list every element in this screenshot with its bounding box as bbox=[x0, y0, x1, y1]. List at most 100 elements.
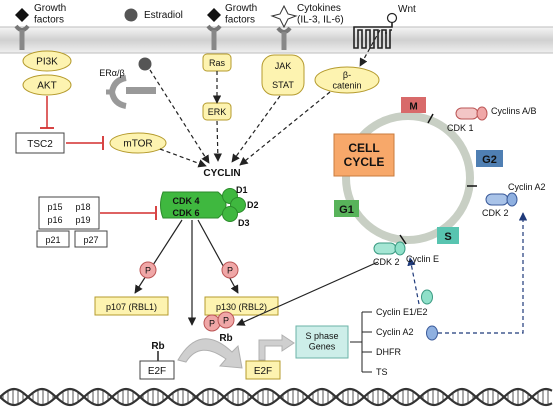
arrow-cyclin-a2-to-cycle bbox=[438, 212, 528, 334]
phospho-p107-icon bbox=[139, 261, 157, 279]
cdk6-label: CDK 6 bbox=[172, 208, 199, 218]
p15-label: p15 bbox=[47, 202, 62, 212]
p16-label: p16 bbox=[47, 215, 62, 225]
phospho-p130-icon bbox=[221, 261, 239, 279]
cdk2-cyclin-e-complex bbox=[373, 241, 406, 256]
cyclin-e-label: Cyclin E bbox=[406, 254, 439, 264]
d1-label: D1 bbox=[236, 185, 248, 195]
p21-box bbox=[36, 230, 70, 248]
cdk4-label: CDK 4 bbox=[172, 196, 199, 206]
p27-box bbox=[74, 230, 108, 248]
dna-strand-2 bbox=[0, 387, 553, 407]
er-receptor-icon bbox=[106, 75, 156, 109]
cyclin-a2-cycle-label: Cyclin A2 bbox=[508, 182, 546, 192]
p107-box bbox=[94, 296, 169, 316]
cdk2-cyclin-a2-complex bbox=[485, 192, 518, 207]
d2-label: D2 bbox=[247, 200, 259, 210]
phospho-rb-label-1: P bbox=[209, 319, 215, 329]
rb-right-label: Rb bbox=[219, 333, 232, 344]
phase-g1-label: G1 bbox=[339, 204, 354, 216]
cdk2-a-label: CDK 2 bbox=[482, 208, 509, 218]
growth-factor-receptor-1 bbox=[14, 8, 30, 50]
beta-catenin-label: β-catenin bbox=[332, 70, 361, 90]
targets-bracket bbox=[350, 311, 372, 373]
akt-label: AKT bbox=[37, 81, 56, 92]
growth-factor-receptor-2 bbox=[206, 8, 222, 50]
cdk1-label: CDK 1 bbox=[447, 123, 474, 133]
ras-label: Ras bbox=[209, 58, 226, 68]
wnt-dot-trail bbox=[385, 32, 387, 34]
ts-label: TS bbox=[376, 367, 388, 377]
p19-label: p19 bbox=[75, 215, 90, 225]
d3-label: D3 bbox=[238, 218, 250, 228]
dhfr-label: DHFR bbox=[376, 347, 401, 357]
cell-membrane bbox=[0, 26, 553, 54]
jak-stat-box bbox=[261, 54, 305, 96]
phase-s-badge bbox=[437, 227, 459, 244]
phospho-p107-label: P bbox=[145, 266, 151, 276]
phase-g2-badge bbox=[476, 150, 503, 167]
cdk-output-arrows bbox=[134, 219, 239, 326]
erk-label: ERK bbox=[208, 107, 227, 117]
e2f-right-label: E2F bbox=[254, 366, 272, 377]
feedback-arrows bbox=[407, 212, 528, 334]
er-label: ERα/β bbox=[99, 68, 124, 78]
arrow-stat-to-cyclin bbox=[231, 95, 281, 163]
pi3k-label: PI3K bbox=[36, 57, 58, 68]
cyclin-a2-product-icon bbox=[426, 325, 438, 341]
cytokine-receptor bbox=[270, 4, 298, 50]
e2f-left-box bbox=[139, 360, 175, 380]
wnt-label: Wnt bbox=[398, 4, 416, 15]
phase-g2-label: G2 bbox=[482, 154, 497, 166]
p107-label: p107 (RBL1) bbox=[106, 302, 157, 312]
sphase-genes-box bbox=[295, 325, 349, 359]
cyclins-ab-label: Cyclins A/B bbox=[491, 106, 537, 116]
phase-s-label: S bbox=[444, 231, 451, 243]
mtor-label: mTOR bbox=[123, 139, 152, 150]
e2f-left-label: E2F bbox=[148, 366, 166, 377]
cyclin-e-product-icon bbox=[421, 289, 433, 305]
e2f-to-sphase-arrow bbox=[258, 334, 295, 361]
estradiol-bound-icon bbox=[138, 57, 152, 71]
cytokines-label: Cytokines(IL-3, IL-6) bbox=[297, 3, 344, 26]
rb-left-label: Rb bbox=[151, 341, 164, 352]
arrow-to-p130 bbox=[197, 219, 239, 294]
estradiol-icon bbox=[124, 8, 138, 22]
phospho-rb-label-2: P bbox=[223, 316, 229, 326]
akt-node bbox=[22, 74, 72, 96]
p27-label: p27 bbox=[83, 235, 98, 245]
cyclin-a2-target-label: Cyclin A2 bbox=[376, 327, 414, 337]
estradiol-label: Estradiol bbox=[144, 10, 183, 21]
ink4-box bbox=[38, 196, 100, 230]
pi3k-node bbox=[22, 50, 72, 72]
phase-g1-badge bbox=[334, 200, 359, 217]
p18-label: p18 bbox=[75, 202, 90, 212]
phase-m-label: M bbox=[409, 102, 417, 113]
dna-strand-1 bbox=[0, 387, 553, 407]
p130-label: p130 (RBL2) bbox=[216, 302, 267, 312]
arrow-estradiol-to-cyclin bbox=[149, 69, 210, 164]
cdk1-cyclin-ab-complex bbox=[455, 106, 488, 121]
cyclin-title: CYCLIN bbox=[203, 168, 240, 179]
tsc2-box bbox=[15, 132, 65, 154]
mtor-node bbox=[109, 132, 167, 154]
phospho-rb-icon-2 bbox=[217, 311, 235, 329]
cdk2-e-label: CDK 2 bbox=[373, 257, 400, 267]
wnt-frizzled-receptor bbox=[353, 12, 398, 49]
beta-catenin-node bbox=[314, 66, 380, 94]
phase-m-badge bbox=[401, 97, 426, 113]
dna-double-helix bbox=[0, 387, 553, 407]
phospho-p130-label: P bbox=[227, 266, 233, 276]
jak-label: JAK bbox=[275, 61, 292, 71]
arrow-cyclin-e-to-cycle bbox=[407, 257, 420, 305]
arrow-mtor-to-cyclin bbox=[159, 148, 207, 168]
cdk46-cyclin-d-complex bbox=[160, 188, 246, 222]
arrow-erk-to-cyclin bbox=[213, 120, 223, 162]
cyclin-e1e2-label: Cyclin E1/E2 bbox=[376, 307, 428, 317]
e2f-right-box bbox=[245, 360, 281, 380]
arrow-to-p107 bbox=[134, 219, 183, 294]
